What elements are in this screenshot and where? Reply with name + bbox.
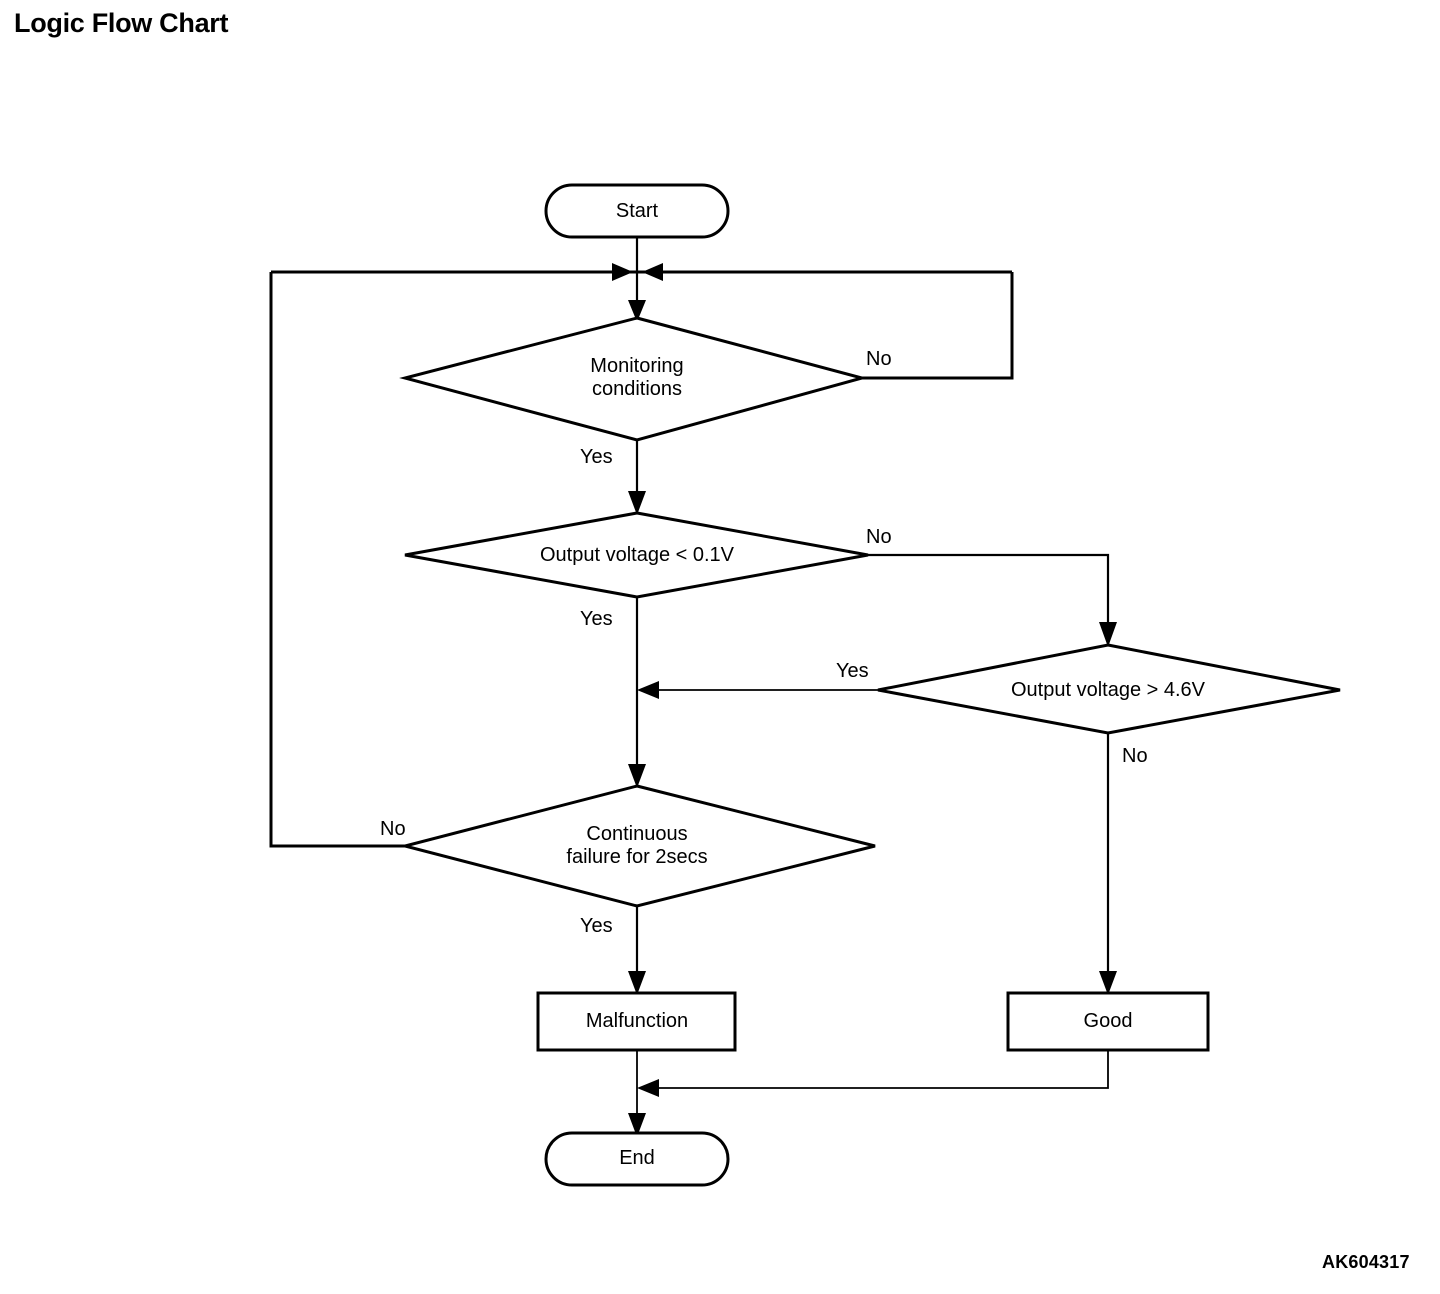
arrowhead-continuous-in xyxy=(628,764,646,788)
arrowhead-vlow-in xyxy=(628,491,646,515)
arrowhead-vhigh-yes xyxy=(637,681,659,699)
arrowhead-end-in xyxy=(628,1113,646,1137)
shape-continuous xyxy=(399,784,876,908)
arrowhead-vhigh-in xyxy=(1099,622,1117,647)
edge-monitoring-no xyxy=(862,272,1014,380)
diagram-code: AK604317 xyxy=(1322,1252,1410,1272)
edge-vlow-no xyxy=(868,553,1110,645)
shape-good xyxy=(1006,991,1210,1052)
shape-malfunction xyxy=(536,991,737,1052)
flow-edges xyxy=(269,183,1341,1187)
edge-good-to-end xyxy=(648,1050,1109,1089)
arrowhead-join-from-right xyxy=(642,263,663,281)
edge-continuous-no xyxy=(269,272,405,848)
shape-end xyxy=(544,1131,730,1187)
arrowhead-good-merge xyxy=(637,1079,659,1097)
shape-vhigh xyxy=(877,643,1341,735)
arrowhead-good-in xyxy=(1099,971,1117,995)
shape-monitoring xyxy=(399,316,868,442)
shape-vlow xyxy=(404,511,869,599)
page-title: Logic Flow Chart xyxy=(14,8,229,38)
arrowhead-join-from-left xyxy=(612,263,633,281)
arrowhead-monitoring-in xyxy=(628,300,646,322)
arrowhead-malfunction-in xyxy=(628,971,646,995)
shape-start xyxy=(544,183,730,239)
